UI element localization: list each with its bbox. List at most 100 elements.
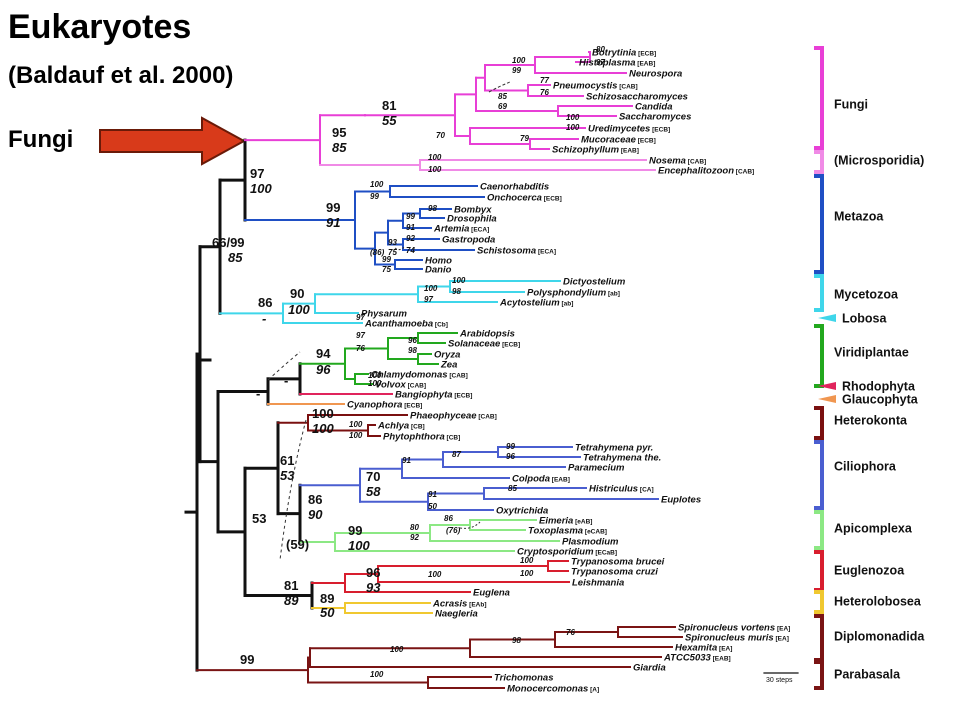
taxon-label: Schistosoma [ECA]	[477, 246, 556, 257]
support-value-minor: 97	[356, 331, 365, 340]
taxon-label: Schizophyllum [EAB]	[552, 145, 639, 156]
taxon-label: Cryptosporidium [ECaB]	[517, 547, 617, 558]
support-value: 90	[290, 286, 304, 301]
taxon-label: Acanthamoeba [Cb]	[364, 319, 448, 330]
taxon-label: Drosophila	[447, 214, 497, 225]
dashed-link	[488, 81, 511, 93]
taxon-label: Nosema [CAB]	[649, 156, 706, 167]
taxon-label: ATCC5033 [EAB]	[663, 653, 731, 664]
support-value: 93	[366, 580, 381, 595]
taxon-tag: [eCAB]	[583, 529, 607, 536]
support-value-minor: 96	[506, 452, 515, 461]
taxon-label: Oxytrichida	[496, 506, 548, 517]
taxon-tag: [eAB]	[573, 519, 592, 526]
scale-label: 30 steps	[766, 677, 793, 684]
support-value-minor: 96	[408, 336, 417, 345]
taxon-tag: [EA]	[775, 626, 790, 633]
taxon-tag: [A]	[588, 687, 599, 694]
support-value-minor: 91	[406, 223, 415, 232]
taxon-tag: [ECB]	[636, 138, 656, 145]
group-label: Metazoa	[834, 210, 884, 224]
support-value: 85	[332, 140, 347, 155]
group-label: Heterokonta	[834, 414, 908, 428]
support-value-minor: 99	[506, 442, 515, 451]
taxon-label: Physarum	[361, 309, 407, 320]
support-value: 97	[250, 166, 264, 181]
support-value: 96	[316, 362, 331, 377]
support-value-minor: 100	[566, 113, 580, 122]
taxon-tag: [ECB]	[453, 393, 473, 400]
support-value-minor: 75	[388, 248, 397, 257]
support-value-minor: 75	[382, 265, 391, 274]
support-value: 66/99	[212, 235, 245, 250]
taxon-tag: [CAB]	[686, 159, 706, 166]
taxon-label: Onchocerca [ECB]	[487, 193, 562, 204]
dashed-link	[267, 351, 301, 381]
group-label: Viridiplantae	[834, 346, 909, 360]
taxon-tag: [CA]	[638, 487, 654, 494]
support-value: 100	[288, 302, 310, 317]
taxon-tag: [EAB]	[619, 148, 639, 155]
support-value: 53	[280, 468, 295, 483]
taxon-label: Zea	[440, 360, 457, 371]
taxon-label: Trypanosoma cruzi	[571, 567, 658, 578]
group-label: Parabasala	[834, 668, 901, 682]
support-value-minor: 100	[390, 645, 404, 654]
support-value-minor: 100	[370, 180, 384, 189]
taxon-tag: [ECaB]	[594, 550, 617, 557]
taxon-tag: [EA]	[717, 646, 732, 653]
support-value-minor: 80	[410, 523, 419, 532]
taxon-tag: [EAB]	[550, 477, 570, 484]
taxon-label: Phaeophyceae [CAB]	[410, 411, 497, 422]
taxon-label: Cyanophora [ECB]	[347, 400, 422, 411]
group-bracket	[814, 614, 824, 662]
support-value-minor: 76	[356, 344, 365, 353]
group-bracket	[814, 660, 824, 690]
taxon-tag: [Cb]	[433, 322, 448, 329]
taxon-label: Paramecium	[568, 463, 625, 474]
group-bracket	[814, 590, 824, 614]
taxon-label: Spironucleus muris [EA]	[685, 633, 789, 644]
support-value: 86	[258, 295, 272, 310]
support-value-minor: (76)	[446, 526, 461, 535]
fungi-label: Fungi	[8, 126, 74, 153]
support-value-minor: 100	[424, 284, 438, 293]
support-value: 99	[326, 200, 340, 215]
group-bracket	[814, 406, 824, 440]
taxon-label: Solanaceae [ECB]	[448, 339, 520, 350]
support-value: 96	[366, 565, 380, 580]
support-value-minor: 100	[520, 569, 534, 578]
taxon-tag: [ECB]	[542, 196, 562, 203]
group-label: Fungi	[834, 98, 868, 112]
taxon-label: Neurospora	[629, 69, 682, 80]
support-value: 100	[312, 421, 334, 436]
taxon-tag: [ab]	[606, 291, 620, 298]
support-value-minor: 100	[349, 420, 363, 429]
support-value-minor: 70	[436, 131, 445, 140]
taxon-tag: [CB]	[445, 435, 461, 442]
dashed-link	[394, 245, 406, 251]
taxon-label: Acrasis [EAb]	[432, 599, 486, 610]
slide-subtitle: (Baldauf et al. 2000)	[8, 62, 234, 89]
support-value-minor: 80	[596, 45, 605, 54]
taxon-label: Tetrahymena the.	[583, 453, 661, 464]
support-value: 81	[382, 98, 396, 113]
taxon-label: Histoplasma [EAB]	[579, 58, 655, 69]
taxon-label: Gastropoda	[442, 235, 495, 246]
support-value-minor: 85	[508, 484, 517, 493]
taxon-tag: [EAB]	[711, 656, 731, 663]
taxon-label: Mucoraceae [ECB]	[581, 135, 656, 146]
support-value-minor: 91	[402, 456, 411, 465]
group-label: Rhodophyta	[842, 380, 916, 394]
taxon-label: Candida	[635, 102, 672, 113]
taxon-label: Schizosaccharomyces	[586, 92, 688, 103]
taxon-label: Pneumocystis [CAB]	[553, 81, 638, 92]
support-value-minor: (86)	[370, 248, 385, 257]
taxon-label: Artemia [ECA]	[433, 224, 489, 235]
support-value-minor: 100	[368, 379, 382, 388]
support-value: 89	[284, 593, 299, 608]
taxon-label: Phytophthora [CB]	[383, 432, 460, 443]
support-value: -	[262, 311, 266, 326]
support-value-minor: 100	[428, 153, 442, 162]
taxon-label: Eimeria [eAB]	[539, 516, 592, 527]
